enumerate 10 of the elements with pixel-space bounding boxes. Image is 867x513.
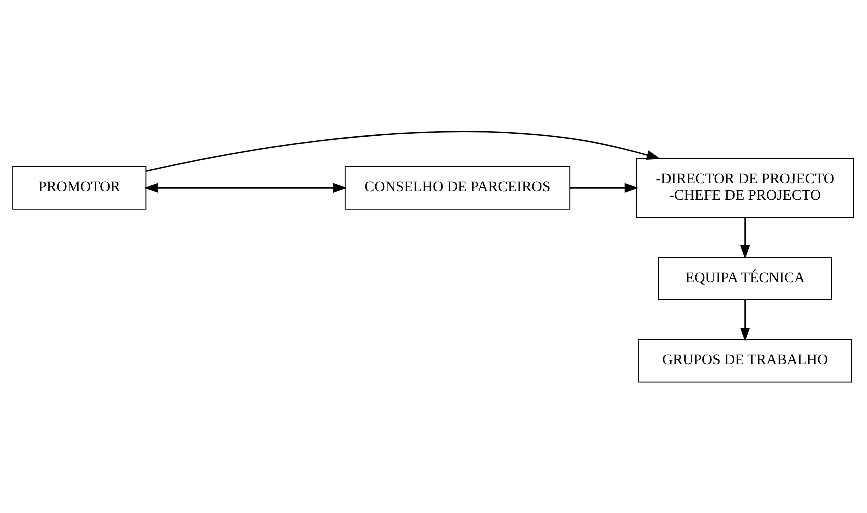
arrow [740,300,750,342]
node-box: GRUPOS DE TRABALHO [638,338,852,382]
node-box: PROMOTOR [12,166,147,210]
node-box: -DIRECTOR DE PROJECTO -CHEFE DE PROJECTO [636,158,854,218]
node-box: EQUIPA TÉCNICA [658,256,832,300]
arrow [740,217,750,259]
arrow [144,182,348,192]
node-box: CONSELHO DE PARCEIROS [344,166,571,210]
arrow [570,182,639,192]
arrow [146,130,661,172]
